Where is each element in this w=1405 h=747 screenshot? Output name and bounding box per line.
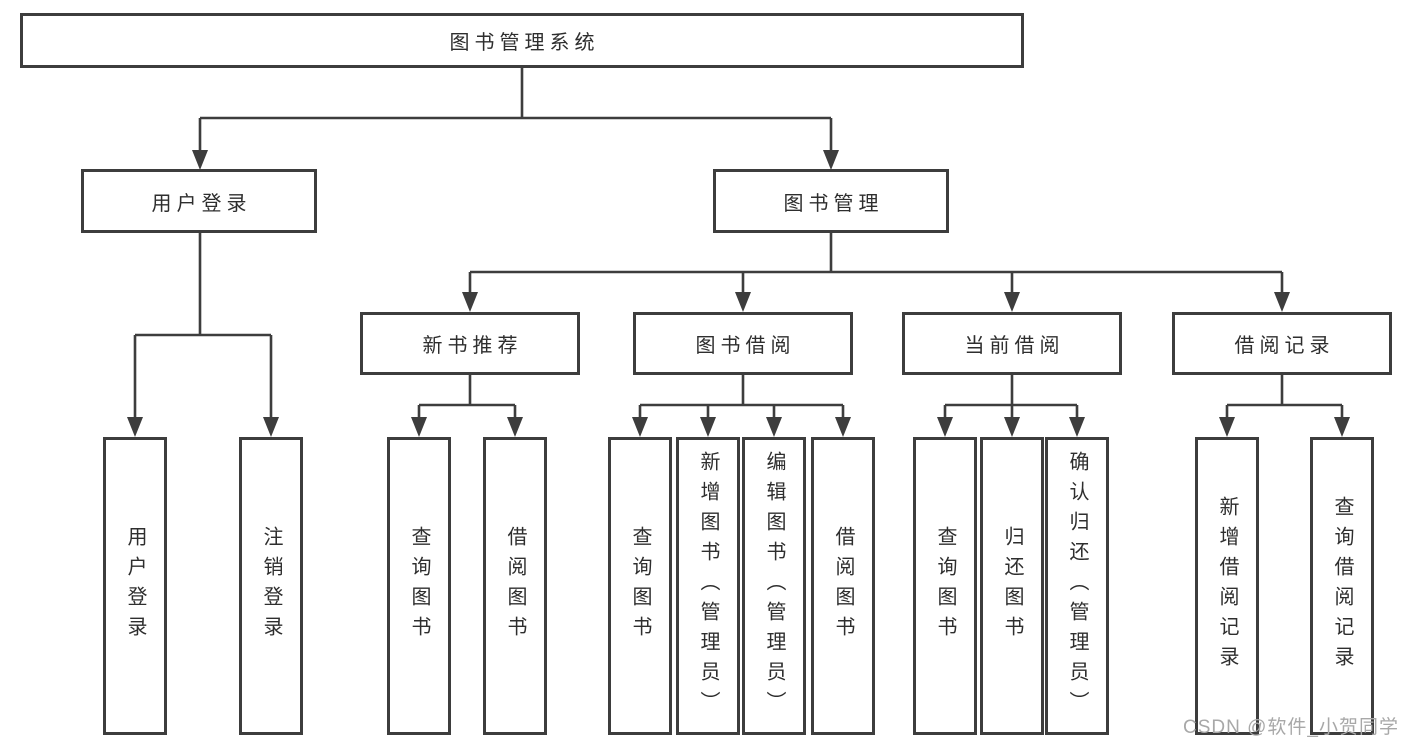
leaf-label: 新增借阅记录 — [1216, 496, 1238, 676]
leaf-label: 用户登录 — [124, 526, 146, 646]
leaf-label: 借阅图书 — [504, 526, 526, 646]
leaf-label: 查询图书 — [934, 526, 956, 646]
csdn-watermark: CSDN @软件_小贺同学 — [1183, 717, 1399, 738]
leaf-label: 查询借阅记录 — [1331, 496, 1353, 676]
arrow-down-icon — [192, 150, 208, 170]
leaf-query-books-current: 查询图书 — [913, 437, 977, 735]
node-borrow-records: 借阅记录 — [1172, 312, 1392, 375]
leaf-query-books-recommend: 查询图书 — [387, 437, 451, 735]
arrow-down-icon — [823, 150, 839, 170]
edges-from-borrow-records — [1225, 375, 1344, 419]
arrow-down-icon — [632, 417, 648, 437]
leaf-label: 编辑图书（管理员） — [763, 451, 785, 721]
node-label: 当前借阅 — [964, 335, 1065, 357]
arrow-down-icon — [127, 417, 143, 437]
edges-from-book-management — [468, 233, 1284, 294]
leaf-query-borrow-record: 查询借阅记录 — [1310, 437, 1374, 735]
node-label: 用户登录 — [151, 192, 252, 215]
node-label: 图书借阅 — [695, 335, 796, 357]
arrow-down-icon — [1219, 417, 1235, 437]
arrow-down-icon — [263, 417, 279, 437]
leaf-query-books-borrow: 查询图书 — [608, 437, 672, 735]
arrow-down-icon — [1334, 417, 1350, 437]
arrow-down-icon — [700, 417, 716, 437]
edges-from-current-borrow — [943, 375, 1079, 419]
edges-from-new-book-recommend — [417, 375, 517, 419]
leaf-label: 确认归还（管理员） — [1066, 451, 1088, 721]
arrow-down-icon — [1004, 292, 1020, 312]
node-label: 图书管理系统 — [449, 32, 600, 54]
leaf-logout: 注销登录 — [239, 437, 303, 735]
node-user-login-group: 用户登录 — [81, 169, 317, 233]
leaf-label: 查询图书 — [408, 526, 430, 646]
leaf-borrow-books: 借阅图书 — [811, 437, 875, 735]
edges-from-user-login — [133, 233, 273, 419]
leaf-user-login: 用户登录 — [103, 437, 167, 735]
node-current-borrow: 当前借阅 — [902, 312, 1122, 375]
leaf-borrow-books-recommend: 借阅图书 — [483, 437, 547, 735]
node-label: 图书管理 — [783, 192, 884, 215]
leaf-label: 借阅图书 — [832, 526, 854, 646]
arrow-down-icon — [411, 417, 427, 437]
leaf-label: 查询图书 — [629, 526, 651, 646]
node-root-system: 图书管理系统 — [20, 13, 1024, 68]
arrow-down-icon — [735, 292, 751, 312]
leaf-label: 注销登录 — [260, 526, 282, 646]
arrow-down-icon — [835, 417, 851, 437]
node-book-management: 图书管理 — [713, 169, 949, 233]
arrow-down-icon — [1004, 417, 1020, 437]
arrow-down-icon — [766, 417, 782, 437]
node-new-book-recommend: 新书推荐 — [360, 312, 580, 375]
leaf-add-book-admin: 新增图书（管理员） — [676, 437, 740, 735]
arrow-down-icon — [1069, 417, 1085, 437]
leaf-add-borrow-record: 新增借阅记录 — [1195, 437, 1259, 735]
arrow-down-icon — [507, 417, 523, 437]
edges-from-book-borrow — [638, 375, 845, 419]
arrow-down-icon — [937, 417, 953, 437]
arrow-down-icon — [1274, 292, 1290, 312]
leaf-return-book: 归还图书 — [980, 437, 1044, 735]
node-book-borrow: 图书借阅 — [633, 312, 853, 375]
edges-from-root — [198, 68, 833, 152]
arrow-down-icon — [462, 292, 478, 312]
node-label: 借阅记录 — [1234, 335, 1335, 357]
node-label: 新书推荐 — [422, 335, 523, 357]
leaf-label: 归还图书 — [1001, 526, 1023, 646]
leaf-label: 新增图书（管理员） — [697, 451, 719, 721]
leaf-edit-book-admin: 编辑图书（管理员） — [742, 437, 806, 735]
leaf-confirm-return-admin: 确认归还（管理员） — [1045, 437, 1109, 735]
